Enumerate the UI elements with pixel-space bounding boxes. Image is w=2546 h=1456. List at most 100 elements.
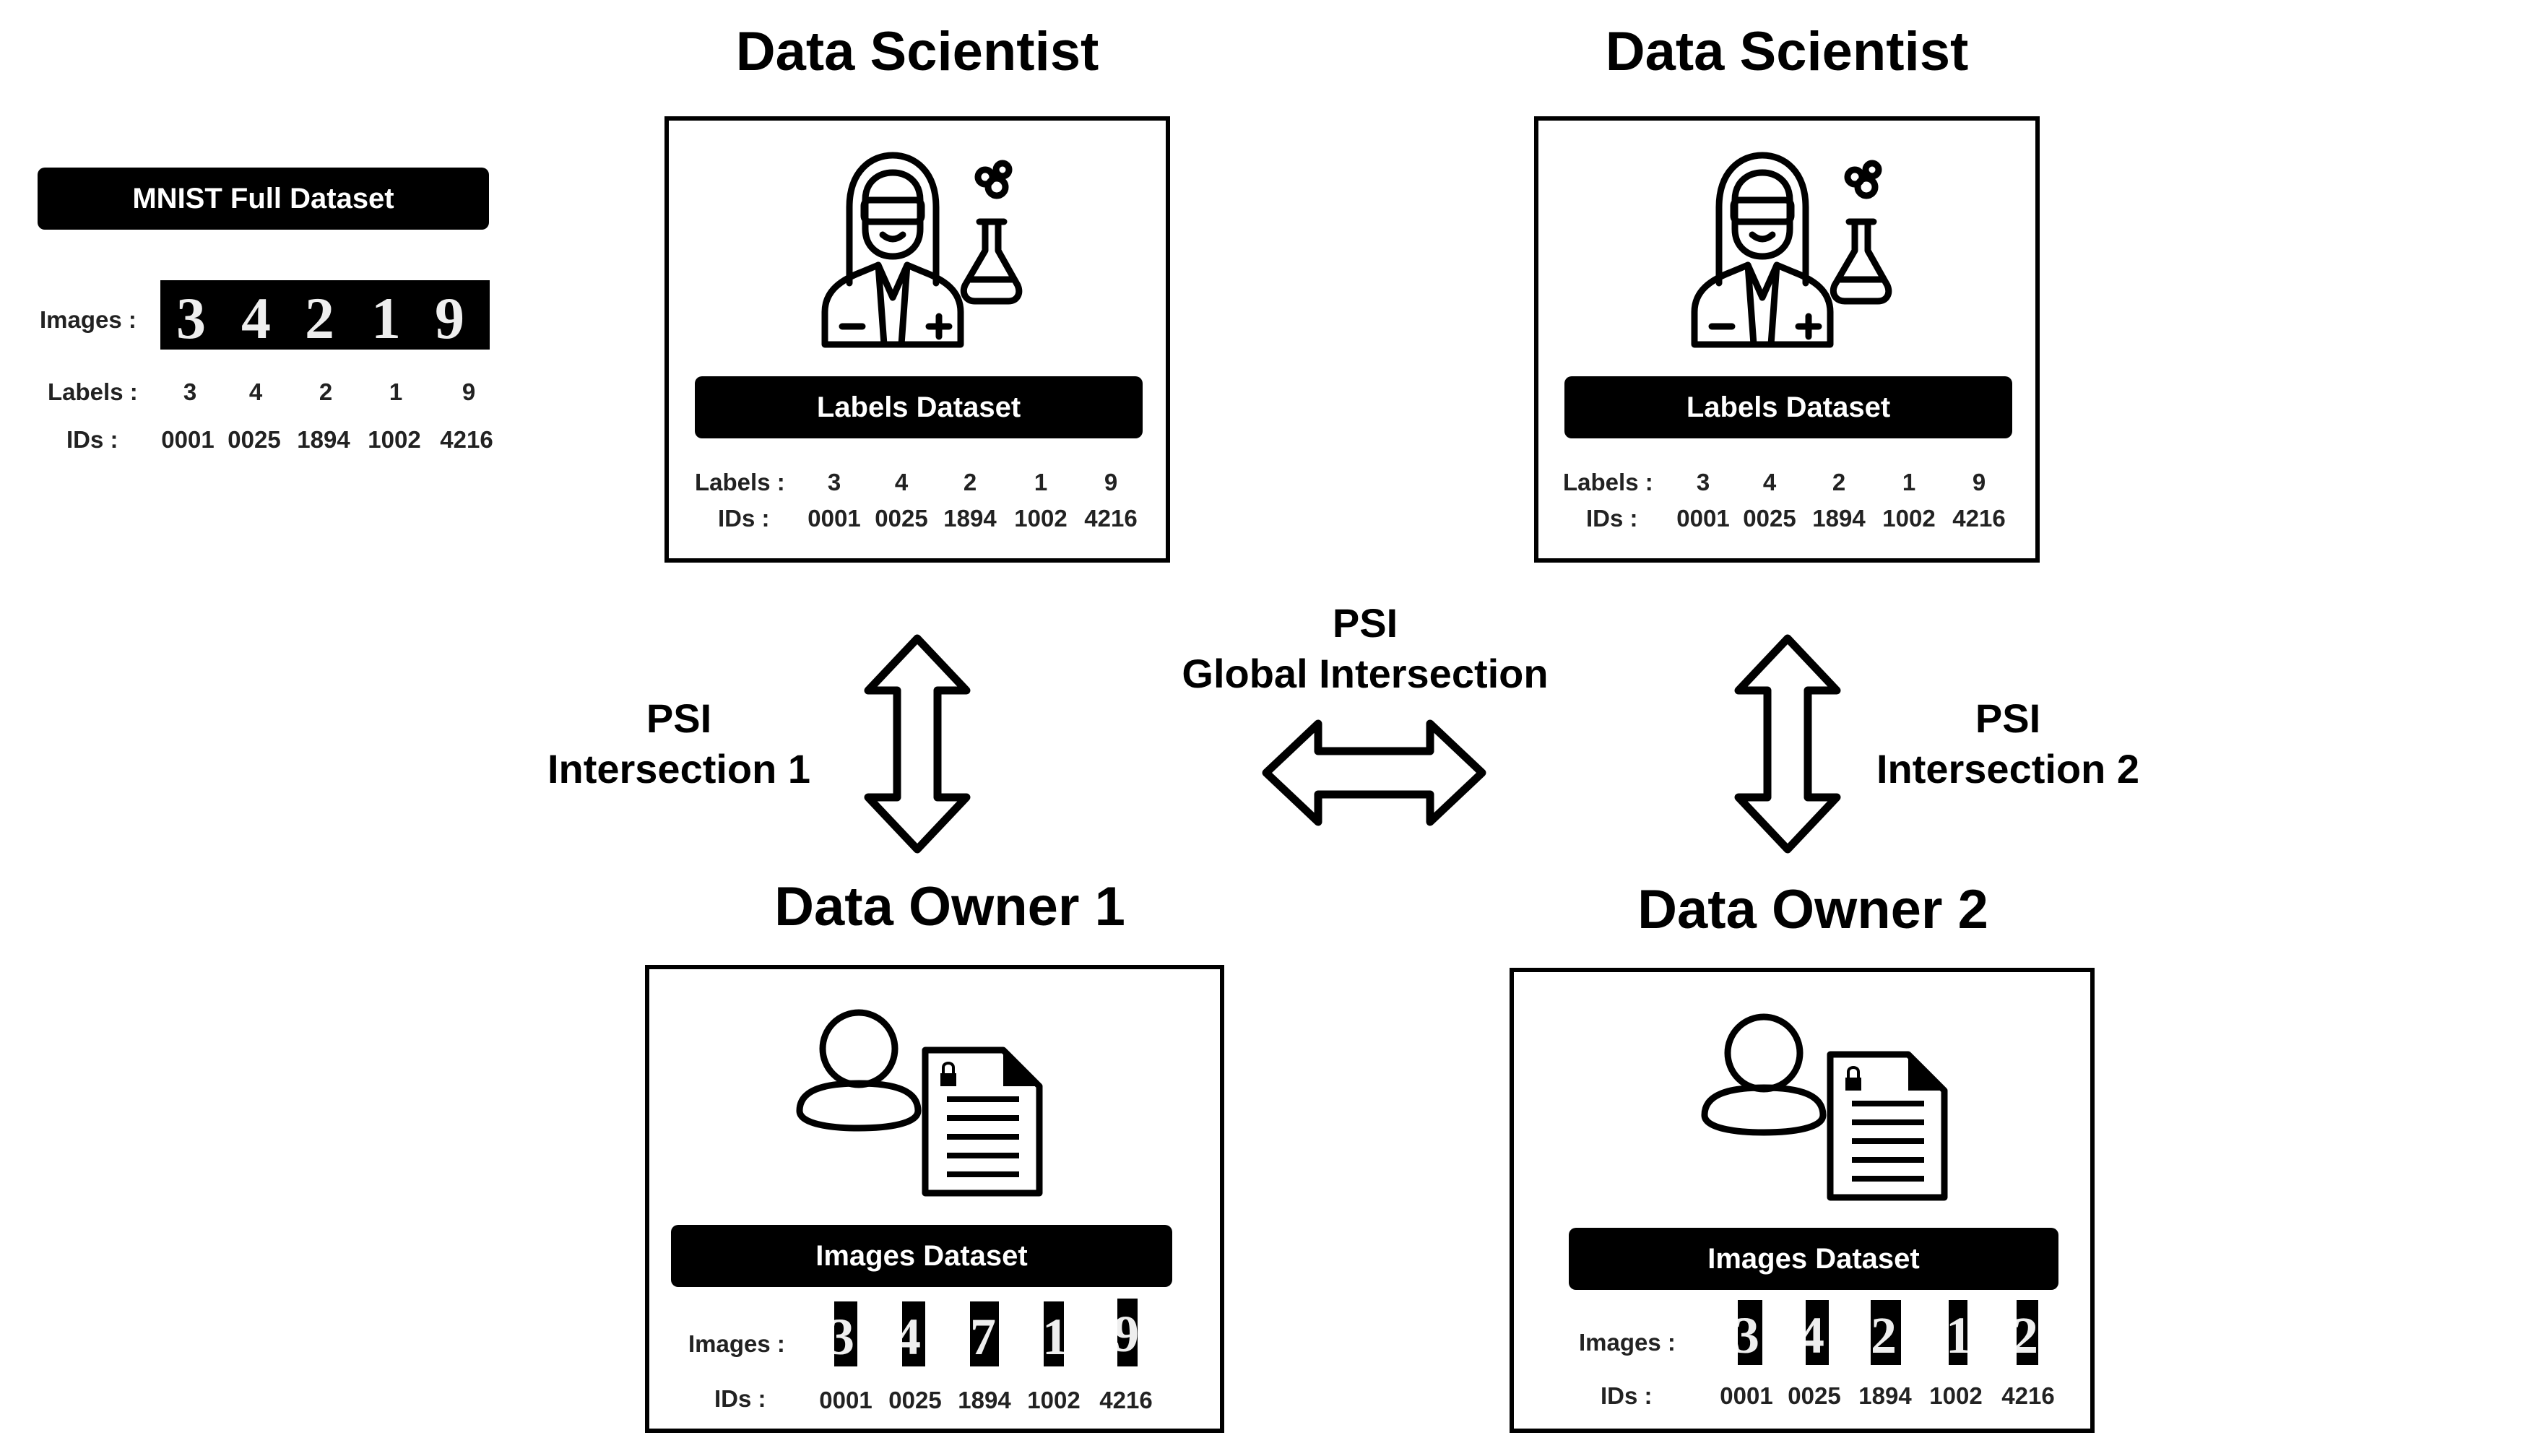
labels-dataset-label: Labels Dataset [1686,391,1891,423]
images-dataset-label: Images Dataset [815,1239,1028,1272]
owner2-title: Data Owner 2 [1637,879,1988,940]
owner2-panel: Images Dataset Images : 3 4 2 1 2 IDs : … [1510,968,2095,1433]
mnist-id: 0025 [228,426,281,453]
mnist-digit: 4 [241,285,271,351]
mnist-ids-label: IDs : [66,426,118,453]
mnist-label: 1 [389,378,403,405]
scientist-icon [1691,152,1892,348]
mnist-digit: 3 [176,285,206,351]
labels-dataset-label: Labels Dataset [816,391,1021,423]
images-dataset-bar: Images Dataset [1569,1228,2058,1290]
digit-glyph: 7 [970,1308,996,1366]
label-cell: 3 [1696,469,1710,495]
id-cell: 0025 [875,505,928,532]
id-cell: 4216 [2001,1382,2055,1409]
id-cell: 0001 [819,1387,873,1413]
psi-2-line1: PSI [1975,696,2041,741]
id-cell: 4216 [1084,505,1138,532]
id-cell: 1894 [958,1387,1011,1413]
owner1-panel: Images Dataset Images : 3 4 7 1 9 IDs : … [645,965,1224,1433]
digit-glyph: 2 [1871,1306,1897,1364]
mnist-digit: 9 [435,285,464,351]
mnist-id: 1002 [368,426,421,453]
label-cell: 2 [1832,469,1846,495]
mnist-id: 4216 [440,426,493,453]
user-with-locked-document-icon [1701,1013,1948,1201]
label-cell: 9 [1972,469,1986,495]
digit-glyph: 2 [2017,1306,2038,1364]
ids-row-label: IDs : [1586,505,1638,532]
digit-glyph: 4 [1806,1306,1824,1364]
psi-global-line1: PSI [1332,600,1398,646]
double-arrow-icon-vertical-left [864,634,971,854]
mnist-id: 1894 [297,426,350,453]
label-cell: 4 [1762,469,1777,495]
ids-row-label: IDs : [714,1385,766,1412]
digit-glyph: 4 [902,1308,921,1366]
scientist-right-panel: Labels Dataset Labels : 3 4 2 1 9 IDs : … [1534,116,2040,563]
images-dataset-label: Images Dataset [1707,1242,1920,1275]
id-cell: 1894 [1812,505,1866,532]
id-cell: 0001 [807,505,861,532]
user-with-locked-document-icon [796,1009,1043,1197]
psi-global-line2: Global Intersection [1182,651,1549,696]
id-cell: 0001 [1720,1382,1773,1409]
id-cell: 1002 [1929,1382,1983,1409]
scientist-icon [821,152,1023,348]
digit-thumbnail: 9 [1117,1299,1138,1366]
digit-thumbnail: 4 [1806,1300,1829,1365]
psi-1-line1: PSI [646,696,712,741]
digit-thumbnail: 4 [902,1301,925,1366]
mnist-digit: 2 [305,285,334,351]
mnist-label: 3 [183,378,197,405]
labels-row-label: Labels : [695,469,785,495]
double-arrow-icon-horizontal [1262,719,1486,826]
labels-dataset-bar: Labels Dataset [695,376,1143,438]
mnist-images-label: Images : [40,306,137,333]
label-cell: 1 [1902,469,1916,495]
scientist-left-title: Data Scientist [735,21,1099,82]
mnist-title-bar: MNIST Full Dataset [38,168,489,230]
labels-row-label: Labels : [1563,469,1653,495]
mnist-label: 2 [319,378,333,405]
label-cell: 9 [1104,469,1118,495]
psi-1-line2: Intersection 1 [547,746,811,792]
label-cell: 4 [894,469,909,495]
images-row-label: Images : [688,1330,785,1357]
digit-glyph: 3 [1738,1306,1759,1364]
digit-thumbnail: 1 [1044,1301,1064,1366]
scientist-left-panel: Labels Dataset Labels : 3 4 2 1 9 IDs : … [664,116,1170,563]
images-row-label: Images : [1579,1329,1676,1356]
id-cell: 0001 [1676,505,1730,532]
digit-glyph: 9 [1117,1305,1138,1363]
digit-thumbnail: 3 [834,1301,857,1366]
ids-row-label: IDs : [718,505,770,532]
digit-thumbnail: 2 [1871,1300,1901,1365]
id-cell: 4216 [1952,505,2006,532]
digit-thumbnail: 3 [1738,1300,1762,1365]
digit-glyph: 1 [1044,1308,1064,1366]
psi-intersection-2-label: PSI Intersection 2 [1863,693,2152,794]
ids-row-label: IDs : [1601,1382,1653,1409]
psi-2-line2: Intersection 2 [1876,746,2140,792]
digit-glyph: 3 [834,1308,854,1366]
double-arrow-icon-vertical-right [1734,634,1841,854]
digit-thumbnail: 2 [2017,1300,2038,1365]
digit-thumbnail: 1 [1949,1300,1967,1365]
id-cell: 1002 [1014,505,1068,532]
label-cell: 3 [827,469,841,495]
mnist-label: 4 [248,378,263,405]
scientist-right-title: Data Scientist [1605,21,1969,82]
id-cell: 0025 [1743,505,1796,532]
id-cell: 1002 [1882,505,1936,532]
mnist-image-strip: 3 4 2 1 9 [160,280,490,351]
mnist-title: MNIST Full Dataset [132,182,394,214]
psi-global-label: PSI Global Intersection [1148,598,1582,699]
id-cell: 1894 [1858,1382,1912,1409]
mnist-labels-label: Labels : [48,378,138,405]
id-cell: 1894 [943,505,997,532]
id-cell: 0025 [888,1387,942,1413]
owner1-title: Data Owner 1 [774,876,1125,937]
label-cell: 1 [1034,469,1048,495]
images-dataset-bar: Images Dataset [671,1225,1172,1287]
